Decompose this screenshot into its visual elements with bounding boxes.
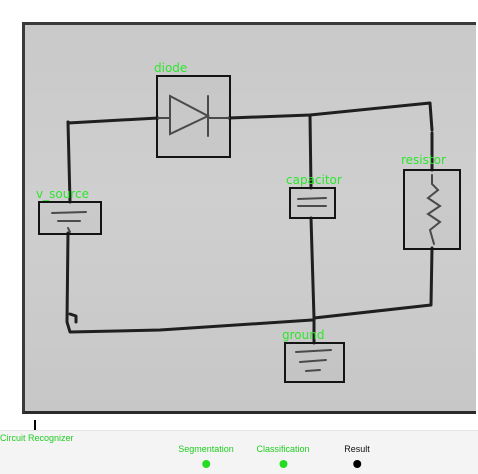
- circuit-image-viewer: diode v_source capacitor resistor ground: [22, 22, 476, 414]
- resistor-label: resistor: [401, 153, 446, 167]
- step-classification[interactable]: Classification: [256, 444, 310, 468]
- v-source-bbox: [38, 201, 102, 235]
- wire-right-bottom: [312, 246, 434, 320]
- step-classification-label: Classification: [256, 444, 310, 454]
- wire-top-left: [66, 116, 160, 125]
- ground-label: ground: [282, 328, 324, 342]
- step-result[interactable]: Result: [344, 444, 370, 468]
- wire-left-corner: [68, 312, 78, 324]
- resistor-symbol: [426, 174, 442, 245]
- diode-bbox: [156, 75, 231, 158]
- step-result-label: Result: [344, 444, 370, 454]
- resistor-bbox: [403, 169, 461, 250]
- step-segmentation-indicator: [201, 460, 210, 468]
- circuit-drawing: diode v_source capacitor resistor ground: [36, 61, 461, 383]
- diode-label: diode: [154, 61, 187, 75]
- wire-top-right: [227, 101, 434, 132]
- wire-left-bottom: [65, 231, 314, 334]
- capacitor-symbol: [297, 197, 327, 207]
- step-segmentation-label: Segmentation: [178, 444, 234, 454]
- v-source-label: v_source: [36, 187, 89, 201]
- wire-middle-top: [308, 113, 313, 190]
- capacitor-bbox: [289, 187, 336, 219]
- wire-left-top: [66, 120, 72, 204]
- step-result-indicator: [352, 460, 361, 468]
- divider-tick: [34, 420, 36, 432]
- step-segmentation[interactable]: Segmentation: [178, 444, 234, 468]
- diode-symbol: [157, 94, 230, 137]
- v-source-symbol: [51, 211, 87, 233]
- capacitor-label: capacitor: [286, 173, 342, 187]
- wire-middle-bottom: [309, 216, 316, 345]
- status-bar: [0, 430, 478, 474]
- ground-symbol: [295, 349, 332, 372]
- step-classification-indicator: [279, 460, 287, 468]
- photo-background: [22, 22, 476, 414]
- app-title: Circuit Recognizer: [0, 433, 74, 443]
- ground-bbox: [284, 342, 345, 383]
